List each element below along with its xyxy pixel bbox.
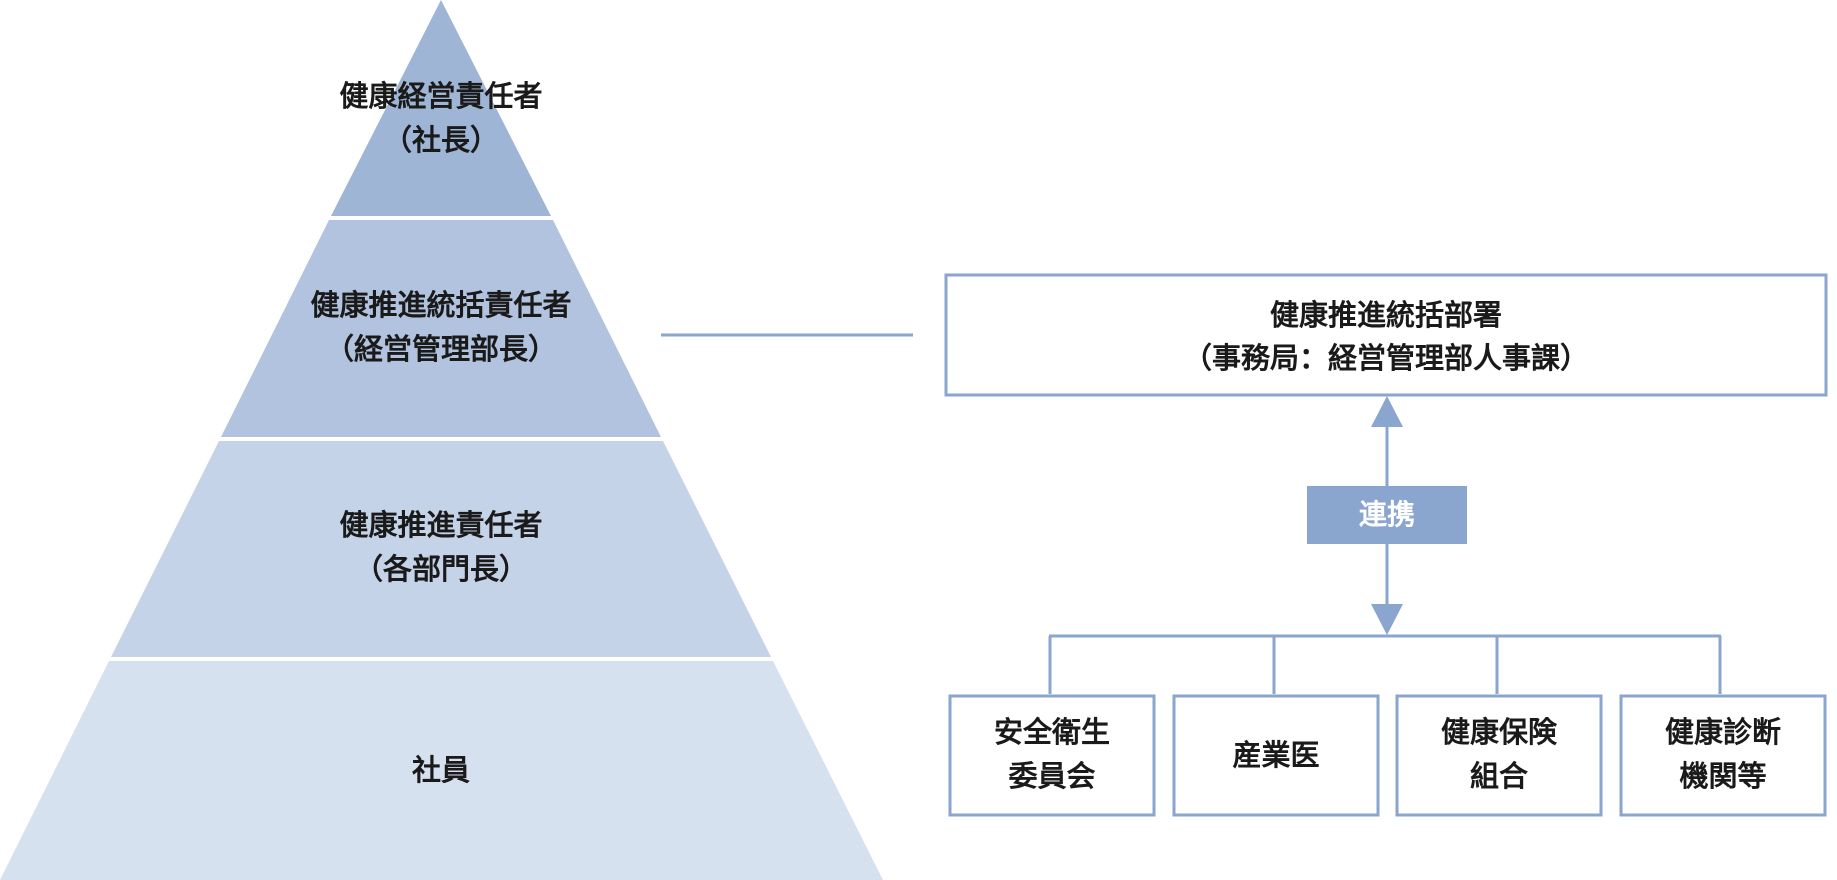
partner-3-line2: 組合 [1470, 759, 1528, 793]
partner-1-line2: 委員会 [1008, 759, 1095, 793]
hq-title: 健康推進統括部署 [1270, 298, 1502, 332]
partner-2-line1: 産業医 [1232, 738, 1319, 772]
partner-box-1 [948, 694, 1156, 817]
pyramid-level-2-title: 健康推進統括責任者 [310, 288, 571, 322]
partner-box-3 [1395, 694, 1603, 817]
partner-3-line1: 健康保険 [1441, 715, 1558, 749]
pyramid-level-3 [111, 441, 771, 657]
link-label: 連携 [1359, 498, 1415, 531]
partner-box-2 [1172, 694, 1380, 817]
pyramid-level-1-title: 健康経営責任者 [339, 79, 542, 113]
pyramid-level-2 [221, 220, 661, 437]
pyramid-level-top [331, 0, 551, 216]
pyramid-level-2-subtitle: （経営管理部長） [325, 332, 557, 366]
arrow-up-icon [1371, 396, 1403, 427]
partner-4-line2: 機関等 [1679, 759, 1766, 793]
hq-subtitle: （事務局：経営管理部人事課） [1183, 341, 1589, 375]
pyramid-level-bottom [0, 661, 883, 880]
hq-box [944, 273, 1828, 397]
arrow-down-icon [1371, 604, 1403, 635]
pyramid-level-1-subtitle: （社長） [383, 123, 499, 157]
partner-1-line1: 安全衛生 [994, 715, 1110, 749]
pyramid-level-3-title: 健康推進責任者 [339, 508, 542, 542]
link-label-box [1307, 486, 1467, 544]
partner-box-4 [1619, 694, 1827, 817]
partner-4-line1: 健康診断 [1665, 715, 1781, 749]
pyramid-level-3-subtitle: （各部門長） [354, 552, 528, 586]
pyramid-level-4-title: 社員 [412, 753, 470, 787]
